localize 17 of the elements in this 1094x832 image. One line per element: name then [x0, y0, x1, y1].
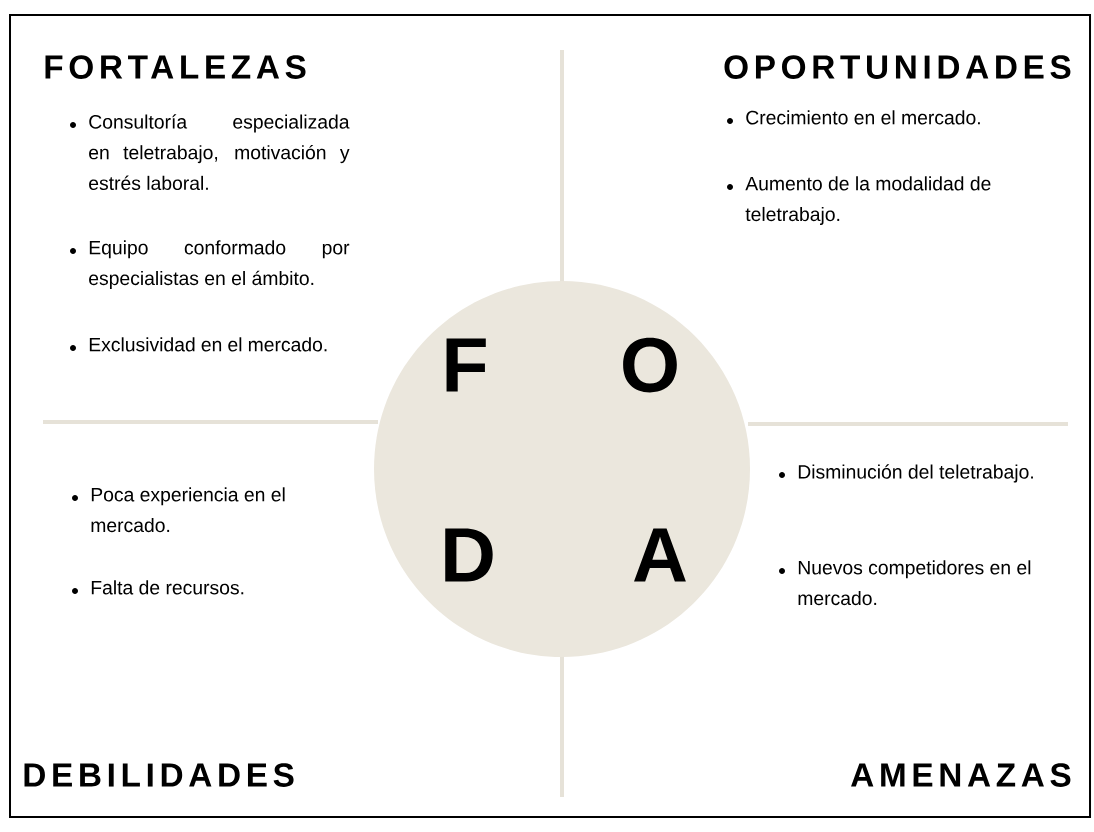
letter: A	[634, 528, 686, 582]
list-item: Aumento de la modalidad de teletrabajo.	[727, 176, 991, 225]
list-item: Nuevos competidores en el mercado.	[779, 560, 1031, 606]
heading: AMENAZAS	[851, 763, 1071, 787]
list-item: Poca experiencia en el mercado.	[72, 487, 285, 533]
list-item: Equipo conformado por especialistas en el ámbito.	[70, 240, 350, 289]
list-item: Exclusividad en el mercado.	[70, 337, 327, 352]
letter: O	[623, 337, 677, 393]
heading: DEBILIDADES	[24, 763, 294, 787]
letter: D	[445, 528, 493, 582]
heading: OPORTUNIDADES	[724, 55, 1071, 79]
list-item: Crecimiento en el mercado.	[727, 110, 980, 125]
list-item: Consultoría especializada en teletrabajo, motivación y estrés laboral.	[70, 114, 350, 191]
list-item: Disminución del teletrabajo.	[779, 464, 1033, 483]
list-item: Falta de recursos.	[72, 580, 244, 595]
letter: F	[446, 338, 486, 392]
heading: FORTALEZAS	[45, 55, 306, 79]
